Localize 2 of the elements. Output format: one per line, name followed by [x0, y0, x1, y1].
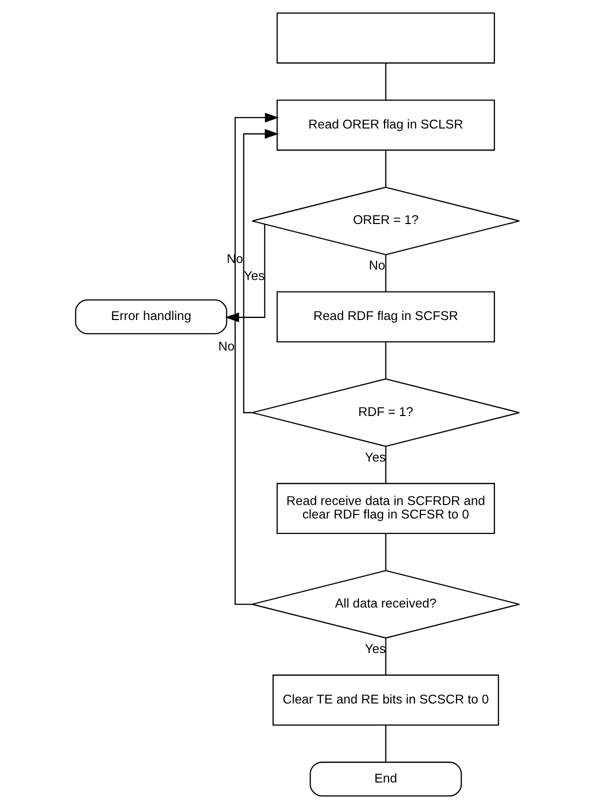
edge-label: No	[218, 338, 234, 354]
edge-label: No	[368, 258, 385, 273]
